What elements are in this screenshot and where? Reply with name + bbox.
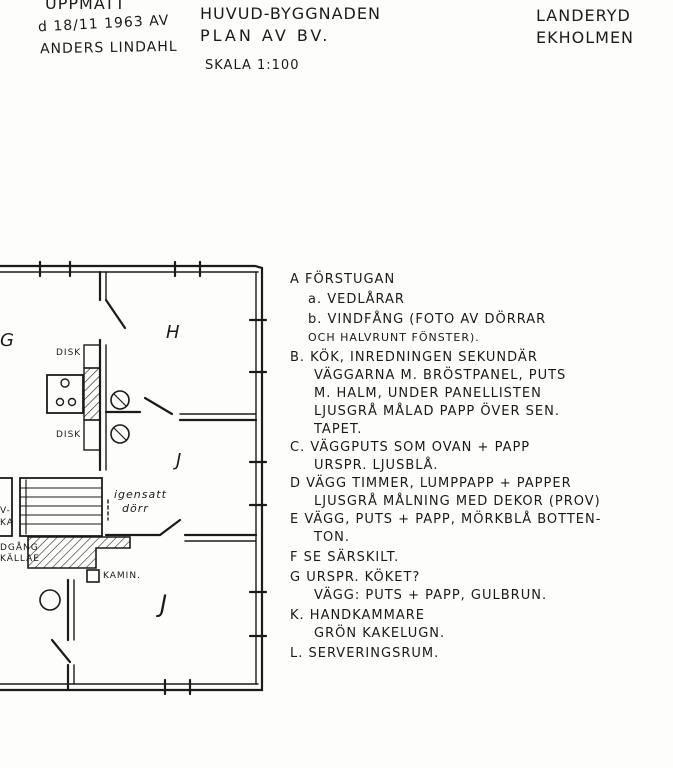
left-cut-label-3: DGÅNG xyxy=(0,543,39,553)
legend-item: VÄGGARNA M. BRÖSTPANEL, PUTS xyxy=(314,368,567,383)
legend-item: a. VEDLÅRAR xyxy=(308,292,405,307)
legend-item: VÄGG: PUTS + PAPP, GULBRUN. xyxy=(314,588,548,603)
outer-wall xyxy=(0,264,264,692)
legend-item: K. HANDKAMMARE xyxy=(290,608,425,623)
legend-item: TON. xyxy=(314,530,351,545)
legend-item: M. HALM, UNDER PANELLISTEN xyxy=(314,386,542,401)
left-cut-label-1: V- xyxy=(0,506,11,516)
kamin-label: KAMIN. xyxy=(103,571,141,581)
legend-item: G URSPR. KÖKET? xyxy=(290,570,421,585)
site-name: EKHOLMEN xyxy=(536,28,635,47)
left-cut-label-4: KÄLLAE xyxy=(0,554,40,564)
legend-item: E VÄGG, PUTS + PAPP, MÖRKBLÅ BOTTEN- xyxy=(290,512,602,527)
legend-item: URSPR. LJUSBLÅ. xyxy=(314,458,439,473)
legend-item: D VÄGG TIMMER, LUMPPAPP + PAPPER xyxy=(290,476,572,491)
legend-item: GRÖN KAKELUGN. xyxy=(314,626,446,641)
legend-item: LJUSGRÅ MÅLNING MED DEKOR (PROV) xyxy=(314,494,601,509)
building-title: HUVUD-BYGGNADEN xyxy=(200,4,381,23)
room-label-j-upper: J xyxy=(176,450,183,471)
scale-label: SKALA 1:100 xyxy=(205,58,300,73)
room-label-h: H xyxy=(166,322,181,343)
disk-label-upper: DISK xyxy=(56,348,82,358)
legend-item: B. KÖK, INREDNINGEN SEKUNDÄR xyxy=(290,350,538,365)
plan-title: PLAN AV BV. xyxy=(200,26,331,45)
igensatt-label: igensatt xyxy=(114,488,167,501)
surveyed-label: UPPMÄTT xyxy=(45,0,126,13)
legend-item: C. VÄGGPUTS SOM OVAN + PAPP xyxy=(290,440,531,455)
legend-item: OCH HALVRUNT FÖNSTER). xyxy=(308,331,480,344)
legend-item: F SE SÄRSKILT. xyxy=(290,550,400,565)
legend-item: A FÖRSTUGAN xyxy=(290,272,396,287)
room-label-j-lower: J xyxy=(160,590,169,618)
place-name: LANDERYD xyxy=(536,6,631,25)
legend-item: LJUSGRÅ MÅLAD PAPP ÖVER SEN. xyxy=(314,404,560,419)
legend-item: b. VINDFÅNG (FOTO AV DÖRRAR xyxy=(308,312,547,327)
legend-item: L. SERVERINGSRUM. xyxy=(290,646,440,661)
room-label-g: G xyxy=(0,330,15,351)
legend-item: TAPET. xyxy=(314,422,363,437)
dorr-label: dörr xyxy=(122,502,149,515)
disk-label-lower: DISK xyxy=(56,430,82,440)
left-cut-label-2: KA xyxy=(0,518,14,528)
